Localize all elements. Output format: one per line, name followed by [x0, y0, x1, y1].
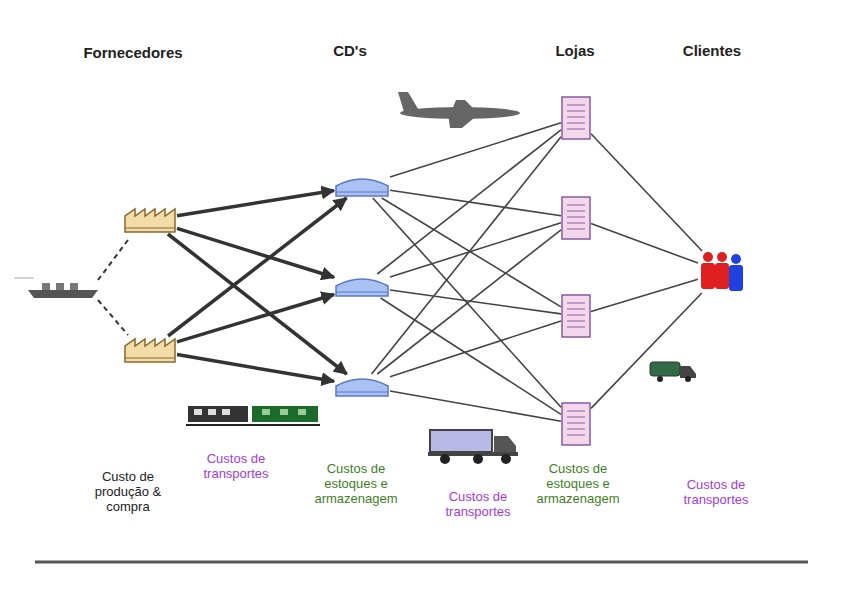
column-header: Lojas [535, 42, 615, 59]
warehouse-icon [334, 274, 390, 298]
truck-icon [428, 430, 518, 464]
store-icon [561, 196, 591, 240]
van-icon [650, 362, 696, 382]
column-header: CD's [310, 42, 390, 59]
flow-line [381, 298, 561, 414]
column-header: Fornecedores [53, 44, 213, 61]
flow-arrow [177, 190, 334, 215]
flow-arrow [177, 294, 334, 341]
train-icon [186, 406, 320, 425]
warehouse-icon [334, 374, 390, 398]
node-outline [334, 374, 390, 398]
ship-route [98, 300, 128, 335]
ship-route [98, 240, 128, 280]
factory-icon [123, 336, 177, 364]
footer-rule [35, 561, 808, 564]
customers-icon [698, 251, 746, 293]
flow-line [390, 290, 561, 314]
factory-icon [123, 206, 177, 234]
ship-icon [14, 278, 98, 298]
flow-line [591, 293, 702, 408]
cost-note: Custos de estoques e armazenagem [522, 462, 634, 507]
node-outline [123, 206, 177, 234]
flow-line [591, 279, 698, 311]
node-outline [698, 251, 746, 293]
flow-line [373, 198, 561, 407]
node-outline [561, 402, 591, 446]
cost-note: Custos de transportes [435, 490, 521, 520]
node-outline [334, 274, 390, 298]
flow-line [591, 224, 698, 264]
cost-note: Custo de produção & compra [82, 470, 174, 515]
store-icon [561, 402, 591, 446]
flow-line [382, 198, 561, 307]
node-outline [123, 336, 177, 364]
cost-note: Custos de estoques e armazenagem [300, 462, 412, 507]
node-outline [561, 96, 591, 140]
cost-note: Custos de transportes [673, 478, 759, 508]
warehouse-icon [334, 174, 390, 198]
flow-line [390, 190, 561, 216]
flow-line [390, 321, 561, 377]
column-header: Clientes [667, 42, 757, 59]
flow-arrow [177, 355, 334, 382]
node-outline [561, 294, 591, 338]
node-outline [334, 174, 390, 198]
store-icon [561, 294, 591, 338]
airplane-icon [398, 92, 520, 128]
flow-line [390, 391, 561, 421]
flow-arrow [168, 198, 346, 336]
flow-line [591, 134, 702, 251]
store-icon [561, 96, 591, 140]
flow-line [372, 137, 561, 374]
flow-line [377, 230, 561, 374]
node-outline [561, 196, 591, 240]
cost-note: Custos de transportes [193, 452, 279, 482]
flow-arrow [168, 234, 347, 374]
